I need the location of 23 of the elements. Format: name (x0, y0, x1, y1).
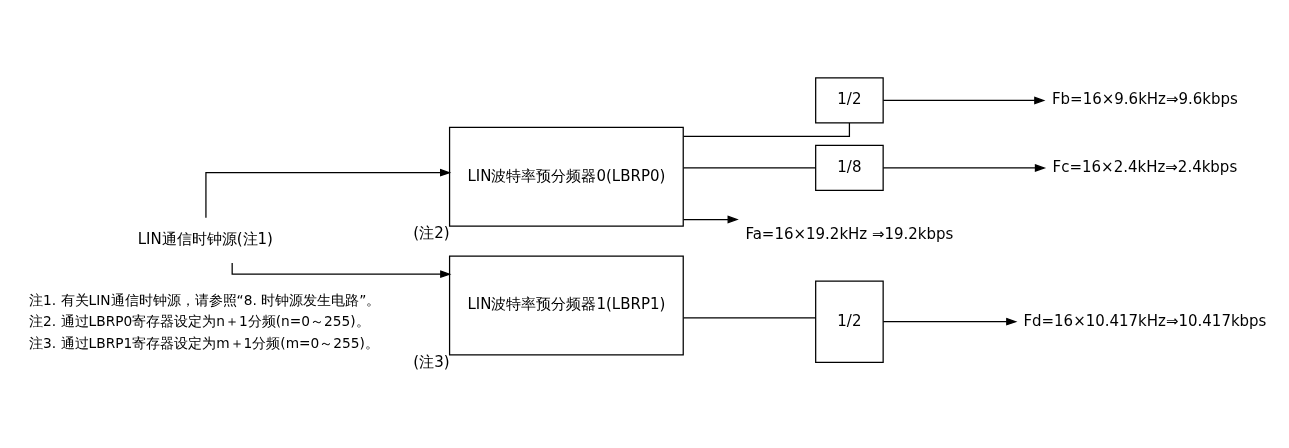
node-box: 1/8 (815, 144, 884, 191)
arrow (882, 317, 1018, 326)
arrow (682, 215, 739, 223)
connector (682, 166, 817, 169)
arrow (882, 163, 1047, 172)
node-text: Fd=16×10.417kHz⇒10.417kbps (1023, 311, 1267, 330)
node-text: LIN通信时钟源(注1) (137, 229, 273, 248)
node-label: (注2) (413, 223, 450, 242)
node-box: LIN波特率预分频器0(LBRP0) (448, 126, 684, 227)
node-text: Fa=16×19.2kHz ⇒19.2kbps (745, 224, 954, 243)
arrow (882, 96, 1046, 104)
node-box: 1/2 (815, 279, 884, 363)
connector (682, 316, 817, 319)
node-text: Fc=16×2.4kHz⇒2.4kbps (1052, 157, 1238, 176)
arrow (205, 168, 452, 218)
connector (682, 121, 851, 137)
label: 注3. 通过LBRP1寄存器设定为m＋1分频(m=0～255)。 (29, 334, 379, 351)
node-box: 1/2 (815, 76, 884, 124)
node-text: Fb=16×9.6kHz⇒9.6kbps (1052, 89, 1238, 108)
label: 注1. 有关LIN通信时钟源，请参照“8. 时钟源发生电路”。 (29, 291, 381, 308)
node-label: (注3) (413, 352, 450, 371)
node-box: LIN波特率预分频器1(LBRP1) (448, 254, 684, 355)
label: 注2. 通过LBRP0寄存器设定为n＋1分频(n=0～255)。 (29, 312, 370, 329)
